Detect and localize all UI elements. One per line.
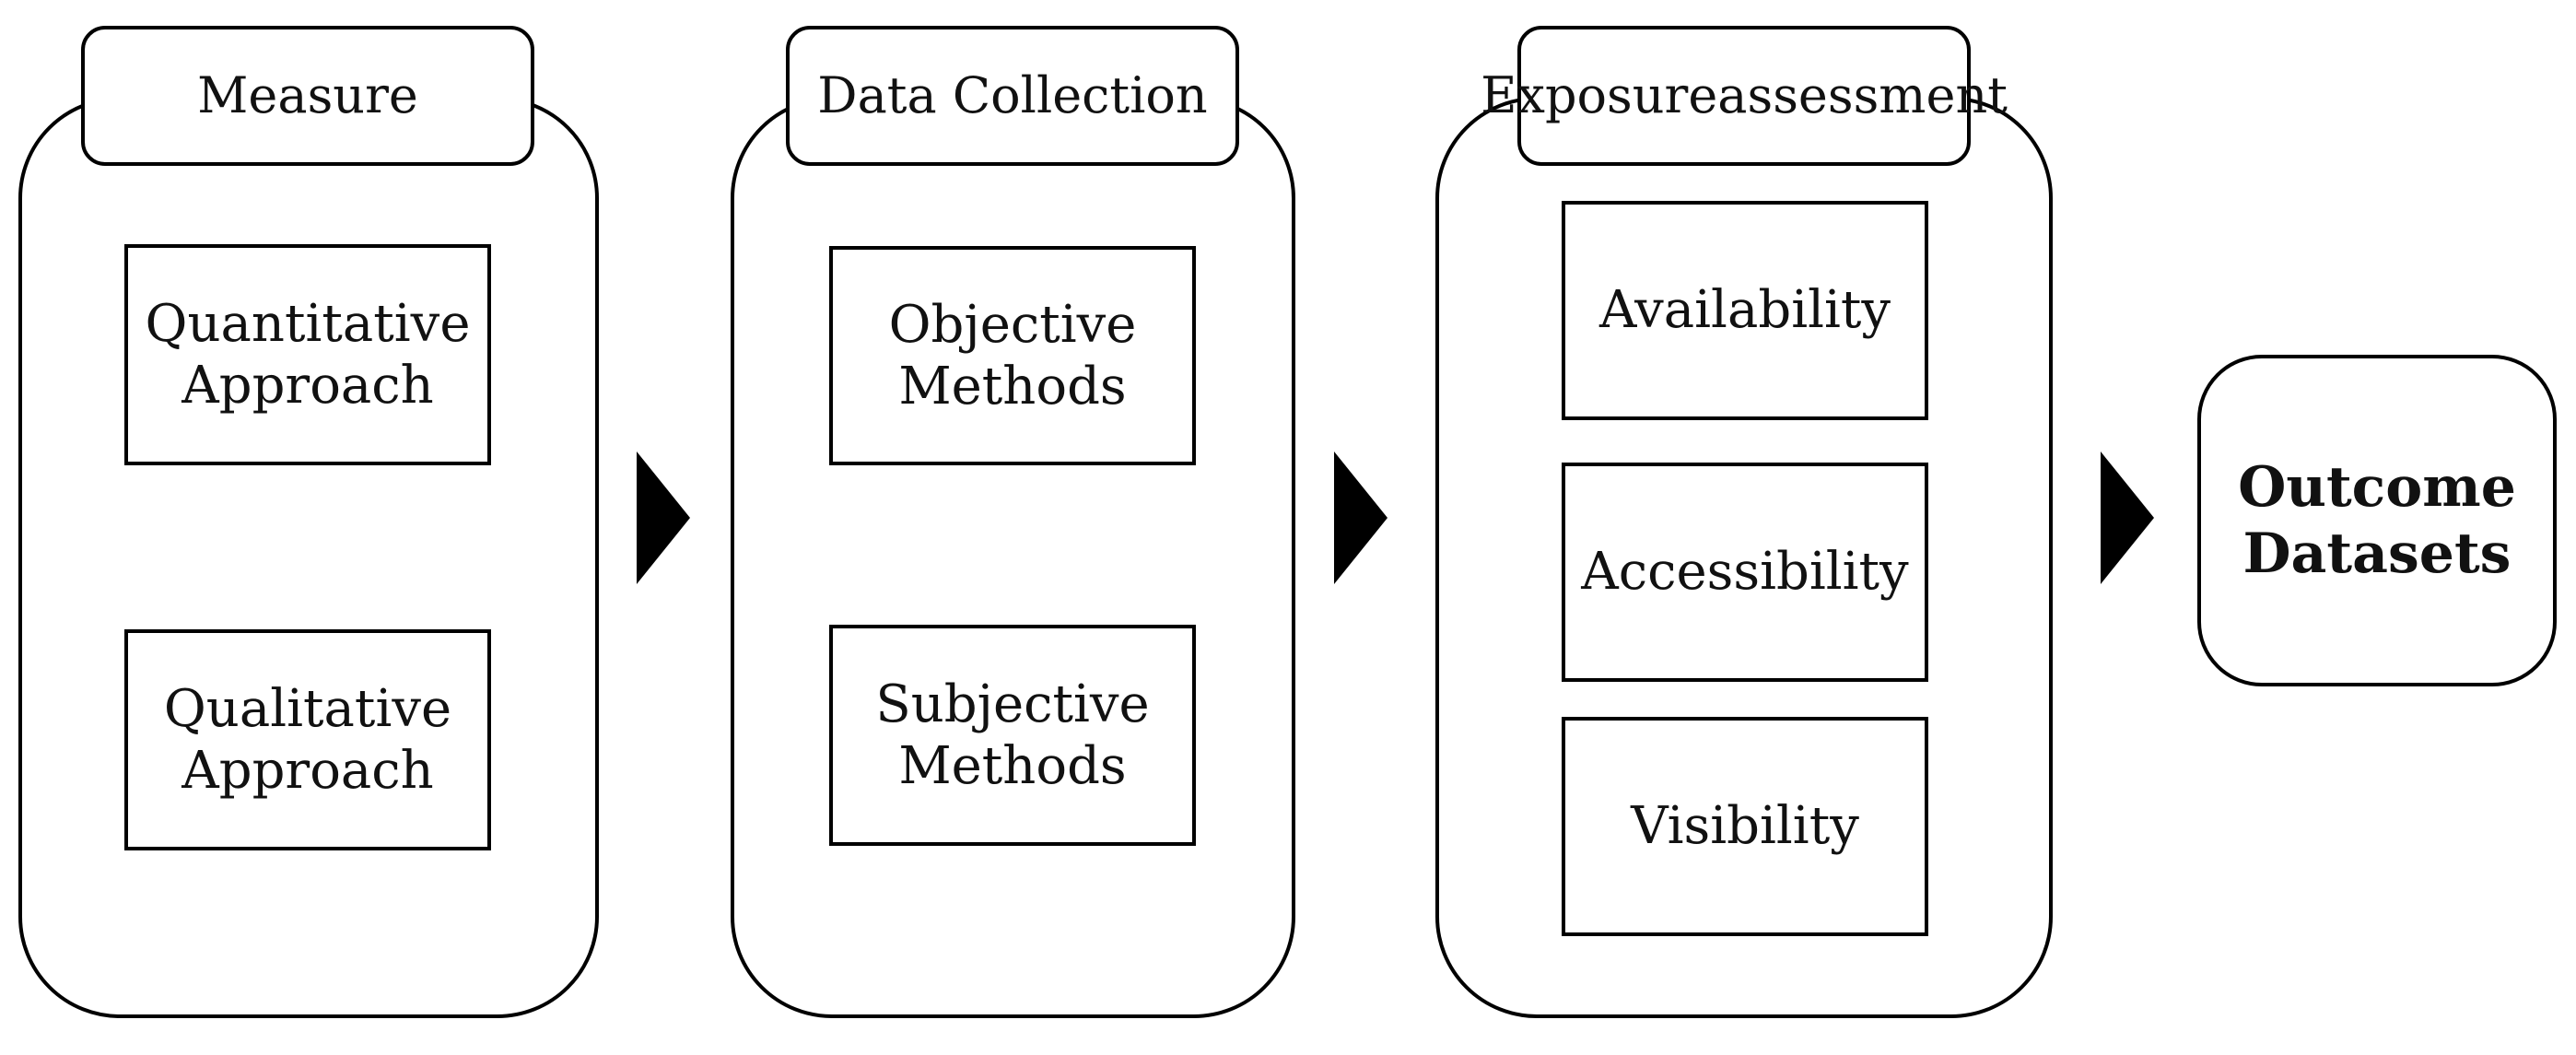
qualitative-approach-box: Qualitative Approach <box>124 629 491 850</box>
box-label-line-2: Methods <box>898 357 1127 416</box>
box-label-line-2: Approach <box>181 741 434 801</box>
exposure-assessment-header: Exposure assessment <box>1481 26 2008 166</box>
flow-arrow-1 <box>637 451 690 584</box>
outcome-label-line-2: Datasets <box>2242 522 2512 586</box>
flow-arrow-3 <box>2101 451 2154 584</box>
box-label-line-1: Qualitative <box>163 678 452 739</box>
box-label-line-1: Quantitative <box>145 293 471 354</box>
data-collection-header-label: Data Collection <box>817 65 1208 124</box>
measure-header-label: Measure <box>197 65 418 124</box>
availability-label: Availability <box>1598 280 1891 341</box>
exposure-header-line-1: Exposure <box>1481 65 1718 124</box>
measure-container <box>18 97 599 1018</box>
outcome-datasets-box: Outcome Datasets <box>2197 355 2557 686</box>
availability-box: Availability <box>1562 201 1928 420</box>
flow-arrow-2 <box>1334 451 1388 584</box>
measure-header: Measure <box>81 26 534 166</box>
subjective-methods-box: Subjective Methods <box>829 625 1196 846</box>
exposure-header-line-2: assessment <box>1717 65 2008 124</box>
box-label-line-1: Objective <box>888 294 1137 355</box>
accessibility-label: Accessibility <box>1581 542 1909 603</box>
outcome-label-line-1: Outcome <box>2238 455 2516 520</box>
data-collection-header: Data Collection <box>786 26 1239 166</box>
objective-methods-box: Objective Methods <box>829 246 1196 465</box>
quantitative-approach-box: Quantitative Approach <box>124 244 491 465</box>
box-label-line-2: Methods <box>898 736 1127 796</box>
visibility-box: Visibility <box>1562 717 1928 936</box>
box-label-line-2: Approach <box>181 356 434 416</box>
visibility-label: Visibility <box>1631 796 1859 857</box>
accessibility-box: Accessibility <box>1562 463 1928 682</box>
box-label-line-1: Subjective <box>875 674 1150 734</box>
data-collection-container <box>731 97 1295 1018</box>
